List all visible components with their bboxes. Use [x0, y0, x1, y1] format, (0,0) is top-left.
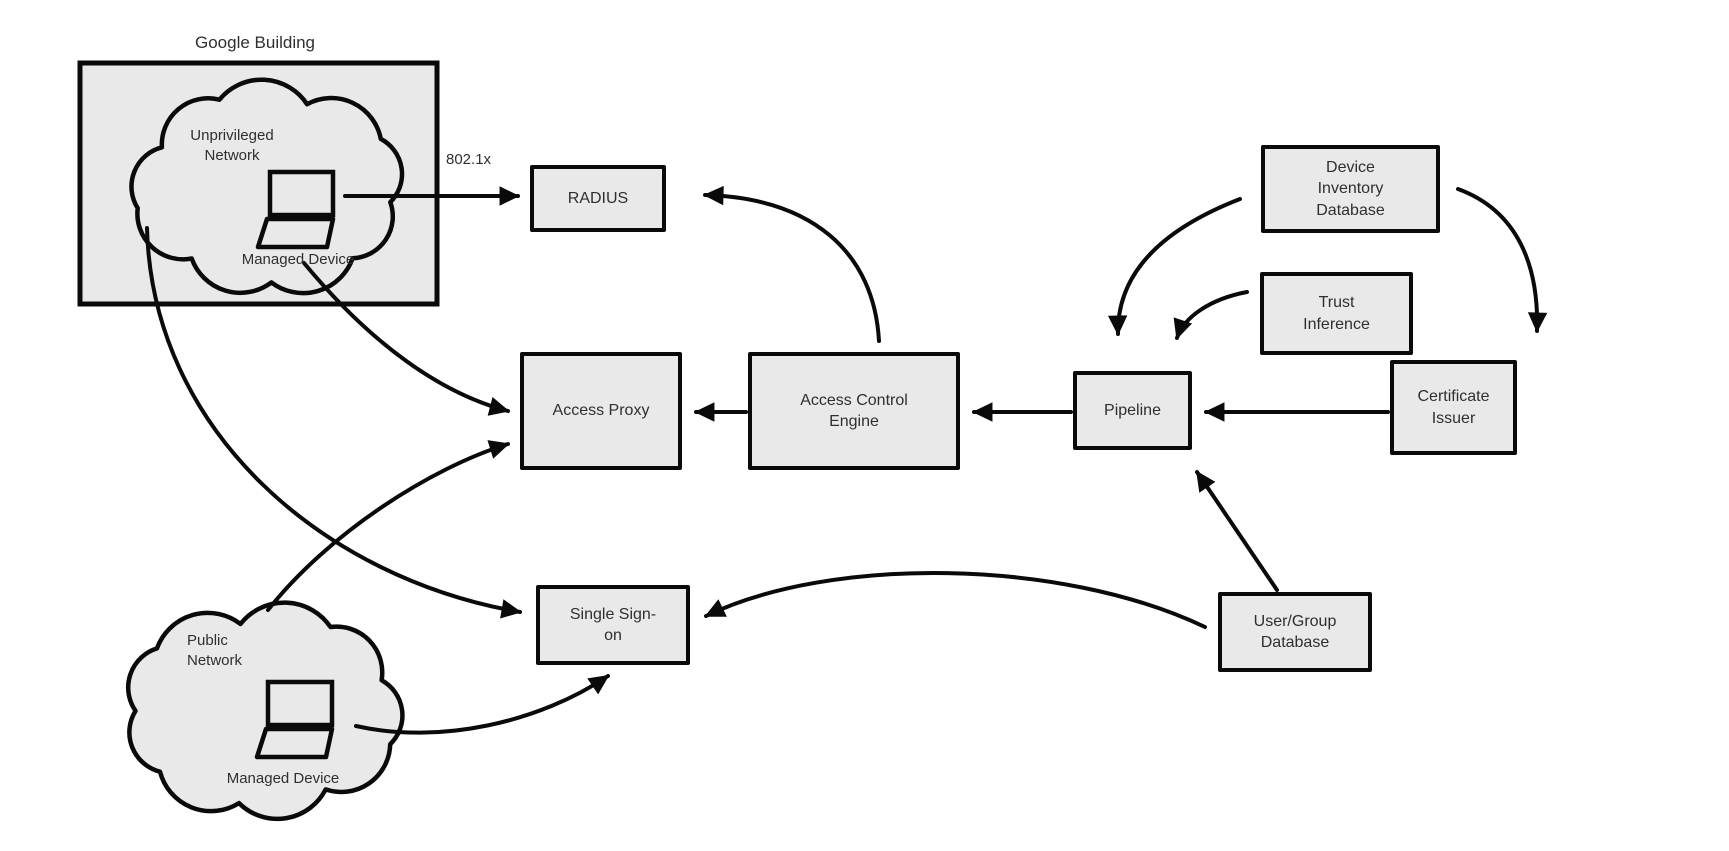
- edge-unprivileged-network-to-single-sign-on: [145, 226, 522, 619]
- node-single-sign-on: Single Sign- on: [536, 585, 690, 665]
- managed-device-unprivileged-laptop-icon: [255, 169, 336, 250]
- edge-label-802-1x: 802.1x: [446, 151, 492, 168]
- node-user-group-database: User/Group Database: [1218, 592, 1372, 672]
- node-device-inventory-database: Device Inventory Database: [1261, 145, 1440, 233]
- node-trust-inference-label: Trust Inference: [1303, 294, 1370, 333]
- edge-managed-device-public-to-single-sign-on: [354, 674, 610, 735]
- node-pipeline: Pipeline: [1073, 371, 1192, 450]
- node-certificate-issuer-label: Certificate Issuer: [1417, 388, 1490, 427]
- edge-trust-inference-to-pipeline: [1173, 290, 1249, 340]
- node-access-proxy: Access Proxy: [520, 352, 682, 470]
- node-device-inventory-database-label: Device Inventory Database: [1316, 159, 1385, 219]
- edge-access-control-engine-to-radius: [703, 185, 881, 343]
- node-user-group-database-label: User/Group Database: [1253, 612, 1337, 651]
- unprivileged-network-cloud: [129, 77, 405, 296]
- node-radius: RADIUS: [530, 165, 666, 232]
- edge-user-group-database-to-single-sign-on: [704, 571, 1207, 629]
- edge-public-network-to-access-proxy: [266, 440, 510, 612]
- edge-user-group-database-to-pipeline: [1195, 470, 1279, 592]
- node-access-proxy-label: Access Proxy: [552, 402, 650, 420]
- edge-managed-device-unprivileged-to-access-proxy: [302, 261, 510, 416]
- google-building-label: Google Building: [194, 33, 316, 52]
- node-access-control-engine-label: Access Control Engine: [800, 391, 908, 430]
- unprivileged-network-label: Unprivileged Network: [190, 127, 274, 164]
- node-radius-label: RADIUS: [567, 189, 629, 207]
- managed-device-public-label: Managed Device: [226, 770, 340, 787]
- edge-device-inventory-database-to-certificate-issuer: [1456, 187, 1548, 333]
- public-network-cloud: [125, 600, 405, 822]
- node-pipeline-label: Pipeline: [1104, 401, 1161, 419]
- edge-device-inventory-database-to-pipeline: [1107, 197, 1242, 336]
- node-certificate-issuer: Certificate Issuer: [1390, 360, 1517, 455]
- managed-device-public-laptop-icon: [254, 679, 335, 760]
- node-trust-inference: Trust Inference: [1260, 272, 1413, 355]
- node-access-control-engine: Access Control Engine: [748, 352, 960, 470]
- node-single-sign-on-label: Single Sign- on: [569, 605, 657, 644]
- managed-device-unprivileged-label: Managed Device: [241, 251, 355, 268]
- public-network-label: Public Network: [187, 632, 243, 669]
